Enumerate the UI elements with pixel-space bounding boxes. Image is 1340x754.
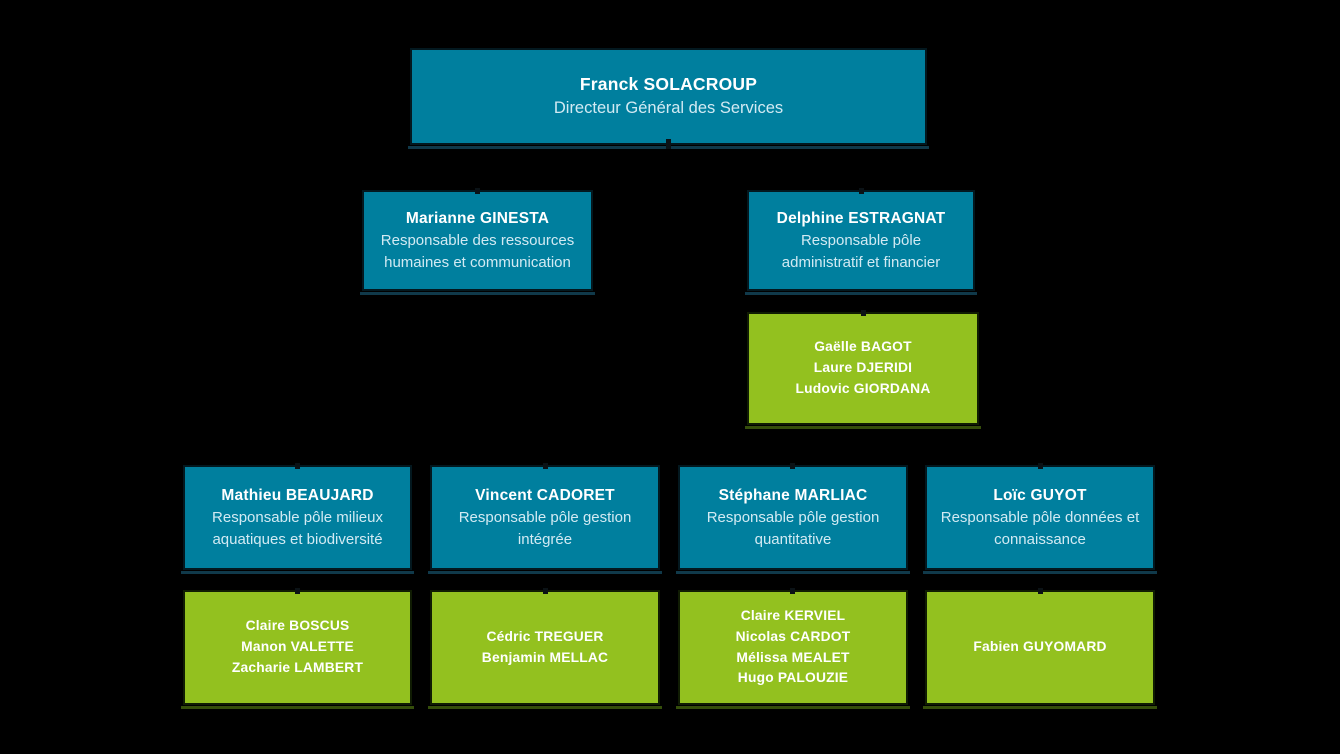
connector-stub: [790, 588, 795, 594]
person-name: Marianne GINESTA: [405, 209, 550, 227]
person-name: Loïc GUYOT: [993, 486, 1087, 504]
connector-stub: [295, 588, 300, 594]
team-member: Nicolas CARDOT: [735, 628, 851, 644]
person-role: Responsable pôle administratif et financ…: [781, 232, 941, 271]
team-member: Mélissa MEALET: [736, 649, 850, 665]
team-member: Manon VALETTE: [241, 639, 354, 655]
connector-stub: [666, 139, 671, 149]
person-name: Vincent CADORET: [475, 486, 615, 504]
org-box-ressources-humaines: Marianne GINESTA Responsable des ressour…: [360, 190, 595, 295]
team-member: Claire BOSCUS: [245, 618, 350, 634]
person-role: Responsable pôle données et connaissance: [940, 509, 1140, 548]
team-member: Ludovic GIORDANA: [795, 380, 931, 396]
org-box-gestion-quantitative: Stéphane MARLIAC Responsable pôle gestio…: [676, 465, 910, 574]
person-name: Franck SOLACROUP: [579, 74, 758, 95]
org-box-gestion-integree: Vincent CADORET Responsable pôle gestion…: [428, 465, 662, 574]
org-box-donnees-connaissance: Loïc GUYOT Responsable pôle données et c…: [923, 465, 1157, 574]
person-role: Responsable pôle gestion quantitative: [706, 509, 880, 548]
person-name: Mathieu BEAUJARD: [221, 486, 374, 504]
connector-stub: [861, 310, 866, 316]
org-box-milieux-aquatiques: Mathieu BEAUJARD Responsable pôle milieu…: [181, 465, 414, 574]
team-member: Cédric TREGUER: [486, 628, 604, 644]
person-role: Directeur Général des Services: [553, 99, 784, 118]
org-box-administratif-financier: Delphine ESTRAGNAT Responsable pôle admi…: [745, 190, 977, 295]
connector-stub: [1038, 588, 1043, 594]
team-member: Laure DJERIDI: [813, 360, 913, 376]
team-member: Claire KERVIEL: [740, 608, 846, 624]
person-role: Responsable pôle milieux aquatiques et b…: [212, 509, 383, 548]
connector-stub: [295, 463, 300, 469]
person-name: Delphine ESTRAGNAT: [776, 209, 946, 227]
team-member: Benjamin MELLAC: [481, 649, 609, 665]
team-member: Gaëlle BAGOT: [814, 339, 912, 355]
org-box-equipe-gestion-quantitative: Claire KERVIEL Nicolas CARDOT Mélissa ME…: [676, 590, 910, 709]
org-box-directeur-general: Franck SOLACROUP Directeur Général des S…: [408, 48, 929, 149]
org-box-equipe-donnees-connaissance: Fabien GUYOMARD: [923, 590, 1157, 709]
team-member: Zacharie LAMBERT: [231, 659, 364, 675]
connector-stub: [475, 188, 480, 194]
org-box-equipe-milieux-aquatiques: Claire BOSCUS Manon VALETTE Zacharie LAM…: [181, 590, 414, 709]
team-member: Hugo PALOUZIE: [737, 670, 849, 686]
org-box-equipe-gestion-integree: Cédric TREGUER Benjamin MELLAC: [428, 590, 662, 709]
org-box-equipe-administratif: Gaëlle BAGOT Laure DJERIDI Ludovic GIORD…: [745, 312, 981, 429]
person-role: Responsable des ressources humaines et c…: [380, 232, 575, 271]
person-name: Stéphane MARLIAC: [718, 486, 868, 504]
connector-stub: [1038, 463, 1043, 469]
connector-stub: [859, 188, 864, 194]
connector-stub: [543, 588, 548, 594]
connector-stub: [790, 463, 795, 469]
connector-stub: [543, 463, 548, 469]
person-role: Responsable pôle gestion intégrée: [458, 509, 632, 548]
team-member: Fabien GUYOMARD: [973, 639, 1107, 655]
